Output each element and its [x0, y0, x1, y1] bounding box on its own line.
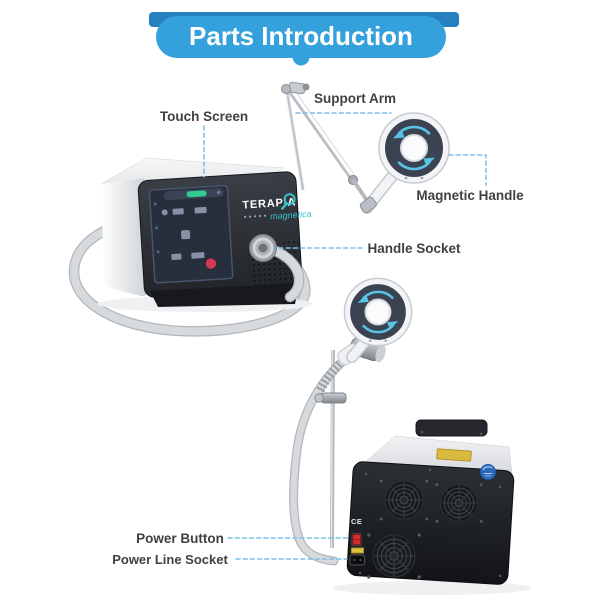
back-device: CE	[332, 419, 532, 595]
magnifier-icon	[280, 193, 296, 210]
banner-title: Parts Introduction	[189, 21, 413, 51]
front-device: TERAPIA magnetica	[97, 157, 313, 312]
panel-screws	[358, 468, 502, 578]
ce-mark: CE	[351, 517, 362, 526]
arm-pivot	[281, 84, 291, 94]
power-line-socket-port[interactable]	[349, 554, 366, 566]
arm-knob	[302, 83, 310, 91]
front-device-base	[150, 283, 299, 307]
screen-green-toggle[interactable]	[186, 190, 207, 198]
round-badge-sticker	[480, 464, 496, 480]
handle-connector	[359, 196, 377, 214]
magnetic-handle-callout-line	[448, 154, 487, 186]
warning-sticker-top	[436, 448, 472, 462]
stand-clamp	[320, 392, 347, 404]
handle-socket[interactable]	[249, 234, 277, 262]
support-arm-label: Support Arm	[314, 91, 396, 106]
brand-dots	[244, 214, 267, 219]
banner: Parts Introduction	[149, 12, 459, 66]
carry-handle[interactable]	[415, 419, 488, 437]
handle-socket-label: Handle Socket	[367, 241, 461, 256]
magnetic-handle-top[interactable]	[359, 113, 449, 214]
front-panel: TERAPIA magnetica	[137, 171, 312, 298]
touch-screen-label: Touch Screen	[160, 109, 248, 124]
support-arm	[281, 81, 370, 204]
back-device-shadow	[332, 581, 532, 595]
magnetic-handle-label: Magnetic Handle	[416, 188, 524, 203]
warning-sticker-small	[351, 547, 364, 554]
banner-notch	[292, 48, 310, 66]
screen-stop-button[interactable]	[205, 258, 217, 269]
brand-subname: magnetica	[270, 209, 312, 222]
screen-icons	[153, 202, 207, 260]
stand-assembly	[289, 349, 348, 566]
touch-screen[interactable]	[148, 184, 234, 284]
front-device-side	[101, 178, 147, 297]
power-switch[interactable]	[350, 532, 363, 547]
power-button-label: Power Button	[136, 531, 224, 546]
banner-pill	[156, 16, 446, 58]
magnetic-handle-bottom[interactable]	[335, 278, 411, 367]
handle-cable	[289, 356, 348, 566]
power-line-socket-label: Power Line Socket	[112, 552, 228, 567]
coiled-hose	[68, 215, 311, 337]
